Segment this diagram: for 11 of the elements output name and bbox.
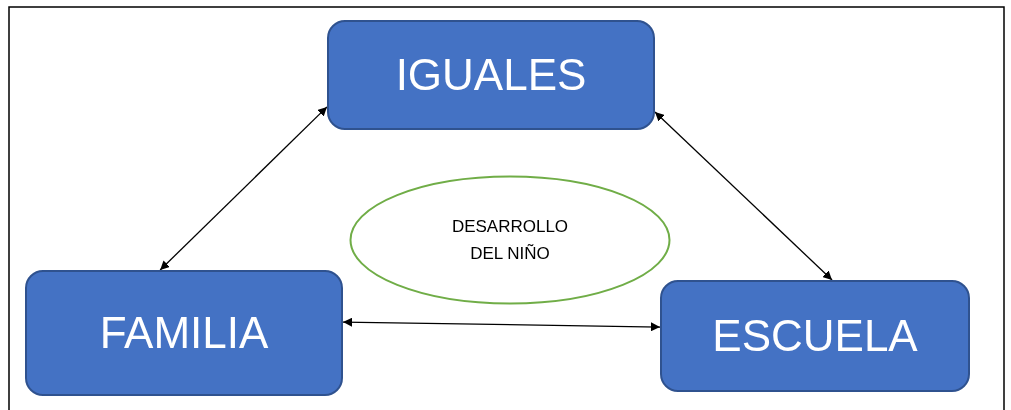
rounded-box (660, 280, 970, 392)
rounded-box (327, 20, 655, 130)
node-label: FAMILIA (99, 308, 269, 358)
double-arrow (342, 317, 661, 332)
double-arrow (654, 111, 833, 281)
double-arrow (159, 106, 328, 271)
node-label: DESARROLLO DEL NIÑO (450, 215, 570, 265)
node-label: ESCUELA (712, 311, 918, 361)
rounded-box (25, 270, 343, 396)
node-label: IGUALES (395, 50, 587, 100)
ellipse (349, 175, 671, 305)
